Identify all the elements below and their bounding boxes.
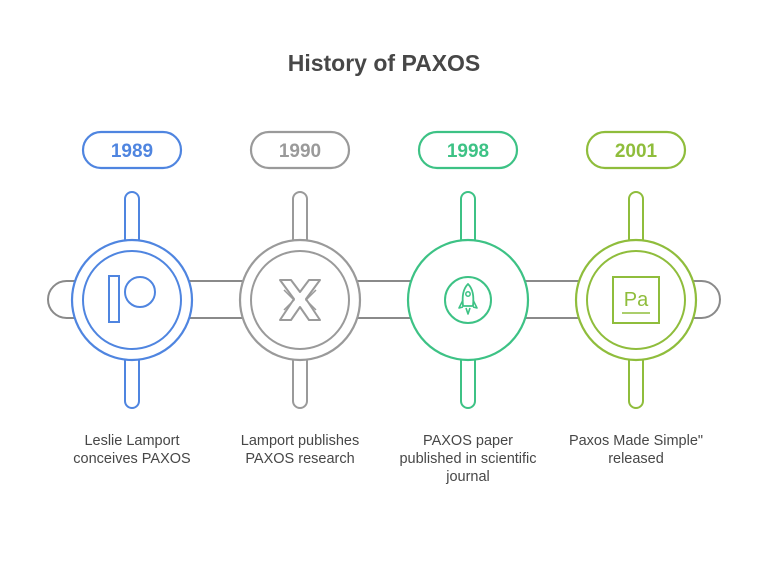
year-badge-1990 <box>249 130 351 170</box>
milestone-1990: 1990 <box>238 130 362 409</box>
caption-2001: Paxos Made Simple" released <box>568 433 704 467</box>
svg-text:Pa: Pa <box>624 289 649 311</box>
milestone-1989: 1989 <box>70 130 194 409</box>
patreon-p-icon <box>108 275 156 323</box>
inner-ring-1998 <box>444 276 492 324</box>
milestone-2001: 2001 Pa <box>574 130 698 409</box>
pa-document-icon: Pa <box>612 276 660 324</box>
rocket-icon <box>458 283 478 315</box>
year-label-2001: 2001 <box>615 141 658 162</box>
year-badge-1998 <box>417 130 519 170</box>
caption-1998: PAXOS paper published in scientific jour… <box>399 433 537 485</box>
caption-1990: Lamport publishes PAXOS research <box>240 433 360 467</box>
year-label-1990: 1990 <box>279 141 321 162</box>
inner-ring-2001 <box>586 250 686 350</box>
year-badge-1989 <box>81 130 183 170</box>
inner-ring-1990 <box>250 250 350 350</box>
cross-x-icon <box>279 279 321 321</box>
year-label-1989: 1989 <box>111 141 153 162</box>
inner-ring-1989 <box>82 250 182 350</box>
year-label-1998: 1998 <box>447 141 489 162</box>
diagram-title: History of PAXOS <box>287 50 481 76</box>
milestone-1998: 1998 <box>406 130 530 409</box>
year-badge-2001 <box>585 130 687 170</box>
timeline-track <box>47 280 721 319</box>
caption-1989: Leslie Lamport conceives PAXOS <box>73 433 191 467</box>
